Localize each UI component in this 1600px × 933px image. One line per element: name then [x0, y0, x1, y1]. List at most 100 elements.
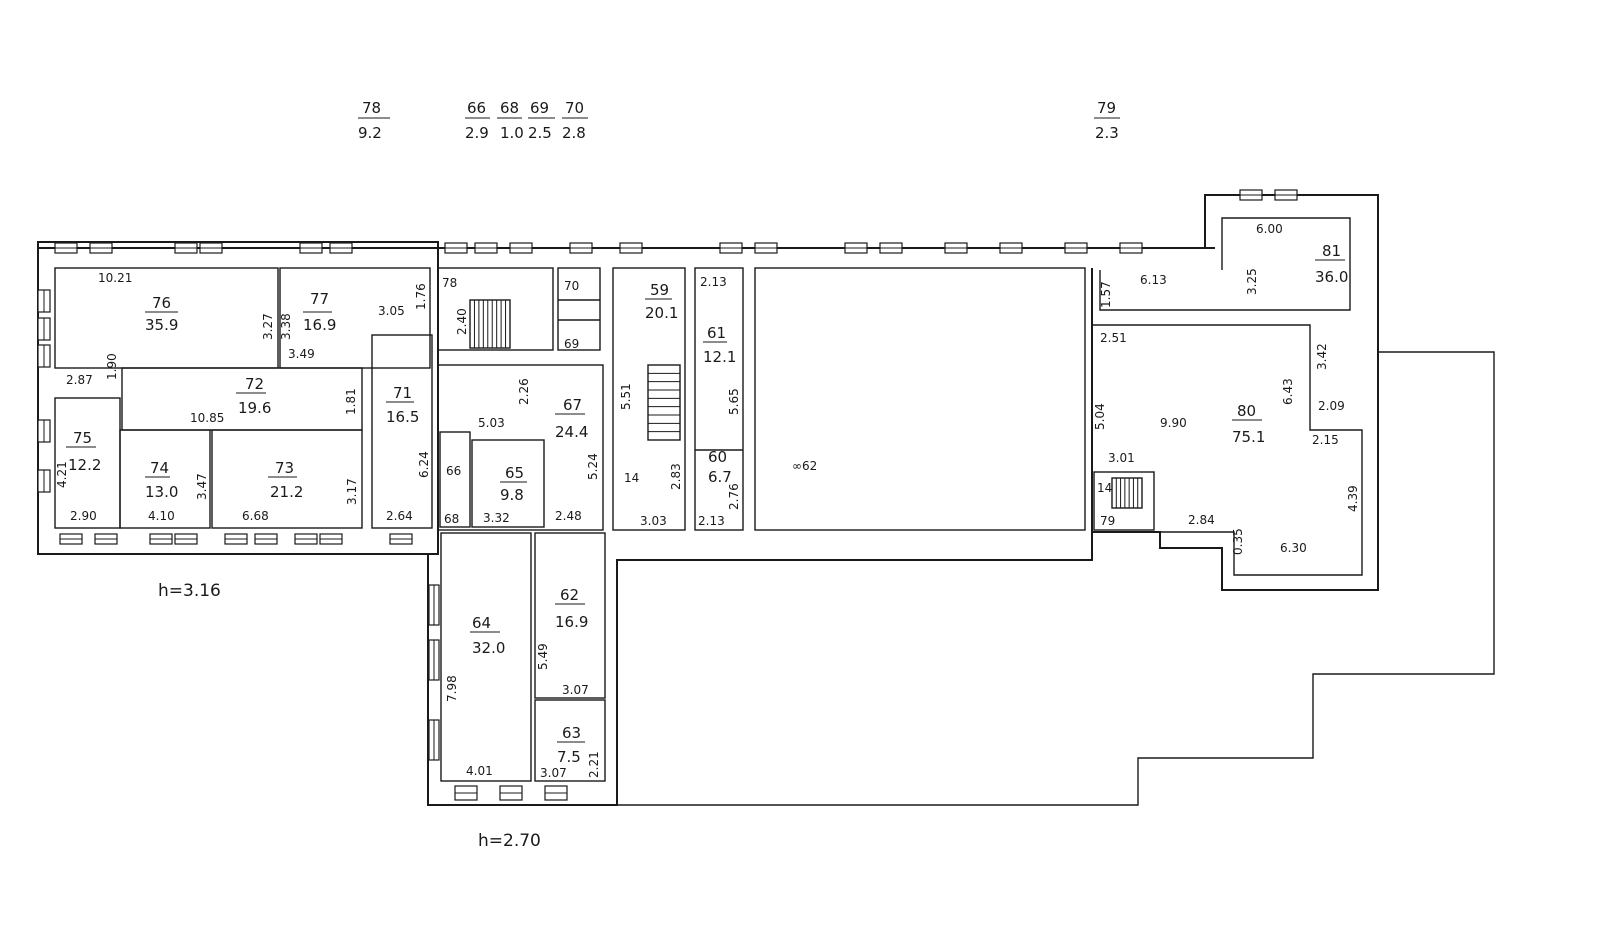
dimension-label: 6.68: [242, 509, 269, 523]
room-area: 16.9: [303, 316, 336, 334]
dimension-label: 5.49: [536, 643, 550, 670]
dimension-label: 2.09: [1318, 399, 1345, 413]
dimension-label: 10.21: [98, 271, 132, 285]
room-number: 70: [565, 99, 584, 117]
room-area: 16.9: [555, 613, 588, 631]
dimension-label: 5.24: [586, 453, 600, 480]
dimension-label: 3.01: [1108, 451, 1135, 465]
room-number: 68: [500, 99, 519, 117]
dimension-label: 3.32: [483, 511, 510, 525]
dimension-label: 3.49: [288, 347, 315, 361]
room-number: 81: [1322, 242, 1341, 260]
room-area: 2.9: [465, 124, 489, 142]
dimension-label: 0.35: [1231, 528, 1245, 555]
dimension-label: 1.57: [1099, 281, 1113, 308]
dimension-label: 4.10: [148, 509, 175, 523]
dimension-label: 3.03: [640, 514, 667, 528]
dimension-label: 5.51: [619, 383, 633, 410]
room-number: 14: [624, 471, 639, 485]
stairs-icon: [469, 299, 1143, 509]
ceiling-height-label: h=3.16: [158, 581, 221, 601]
room-area: 75.1: [1232, 428, 1265, 446]
room-area: 21.2: [270, 483, 303, 501]
room-number: 72: [245, 375, 264, 393]
room-number: 75: [73, 429, 92, 447]
room-number: 74: [150, 459, 169, 477]
room-area: 1.0: [500, 124, 524, 142]
room-number: 61: [707, 324, 726, 342]
dimension-label: 1.90: [105, 353, 119, 380]
dimension-label: 5.65: [727, 388, 741, 415]
room-number: 78: [442, 276, 457, 290]
room-area: 16.5: [386, 408, 419, 426]
room-area: 19.6: [238, 399, 271, 417]
dimension-label: 2.48: [555, 509, 582, 523]
room-number: 69: [530, 99, 549, 117]
room-number: 66: [467, 99, 486, 117]
dimension-label: 1.81: [344, 388, 358, 415]
room-area: 12.1: [703, 348, 736, 366]
room-labels: 76 35.9 77 16.9 72 19.6 75 12.2 74 13.0 …: [68, 242, 1348, 766]
room-number: 78: [362, 99, 381, 117]
room-number: 76: [152, 294, 171, 312]
stair-outline: [647, 364, 681, 441]
room-number: 79: [1097, 99, 1116, 117]
stair-outline: [1111, 477, 1143, 509]
stair-outline: [469, 299, 511, 349]
room-number: 59: [650, 281, 669, 299]
dimension-label: 2.64: [386, 509, 413, 523]
room-area: 13.0: [145, 483, 178, 501]
dimensions: 10.21 3.27 3.38 3.05 1.76 3.49 2.87 1.90…: [55, 222, 1360, 780]
room-number: 77: [310, 290, 329, 308]
room-number: 70: [564, 279, 579, 293]
windows: [37, 189, 1298, 801]
room-number: 64: [472, 614, 491, 632]
room-area: 35.9: [145, 316, 178, 334]
room-number: 62: [560, 586, 579, 604]
dimension-label: 3.42: [1315, 343, 1329, 370]
dimension-label: 2.13: [698, 514, 725, 528]
dimension-label: 4.21: [55, 461, 69, 488]
dimension-label: 2.13: [700, 275, 727, 289]
room-area: 9.8: [500, 486, 524, 504]
dimension-label: 3.07: [540, 766, 567, 780]
dimension-label: 5.03: [478, 416, 505, 430]
dimension-label: 2.90: [70, 509, 97, 523]
dimension-label: 2.51: [1100, 331, 1127, 345]
small-labels: 78 66 68 69 70 79 14 14: [442, 276, 1115, 528]
outer-walls: [37, 194, 1495, 806]
dimension-label: 9.90: [1160, 416, 1187, 430]
dimension-label: 6.00: [1256, 222, 1283, 236]
room-number: 60: [708, 448, 727, 466]
dimension-label: 7.98: [445, 675, 459, 702]
room-number: 65: [505, 464, 524, 482]
room-area: 20.1: [645, 304, 678, 322]
top-labels: 78 9.2 66 2.9 68 1.0 69 2.5 70 2.8 79 2.…: [358, 99, 1120, 142]
fraction-bars: [66, 259, 1345, 743]
room-area: 7.5: [557, 748, 581, 766]
dimension-label: 6.13: [1140, 273, 1167, 287]
dimension-label: 3.27: [261, 313, 275, 340]
dimension-label: 5.04: [1093, 403, 1107, 430]
dimension-label: 4.39: [1346, 485, 1360, 512]
room-number: 14: [1097, 481, 1112, 495]
room-area: 36.0: [1315, 268, 1348, 286]
dimension-label: 2.40: [455, 308, 469, 335]
dimension-label: 2.84: [1188, 513, 1215, 527]
dimension-label: 4.01: [466, 764, 493, 778]
dimension-label: 3.47: [195, 473, 209, 500]
room-number: 79: [1100, 514, 1115, 528]
room-number: 71: [393, 384, 412, 402]
dimension-label: 2.87: [66, 373, 93, 387]
dimension-label: 10.85: [190, 411, 224, 425]
room-area: 2.3: [1095, 124, 1119, 142]
room-number: 69: [564, 337, 579, 351]
interior-walls: [54, 217, 1363, 782]
dimension-label: 6.43: [1281, 378, 1295, 405]
dimension-label: 2.21: [587, 751, 601, 778]
dimension-label: 3.25: [1245, 268, 1259, 295]
room-area: 2.5: [528, 124, 552, 142]
room-area: 6.7: [708, 468, 732, 486]
dimension-label: 3.05: [378, 304, 405, 318]
